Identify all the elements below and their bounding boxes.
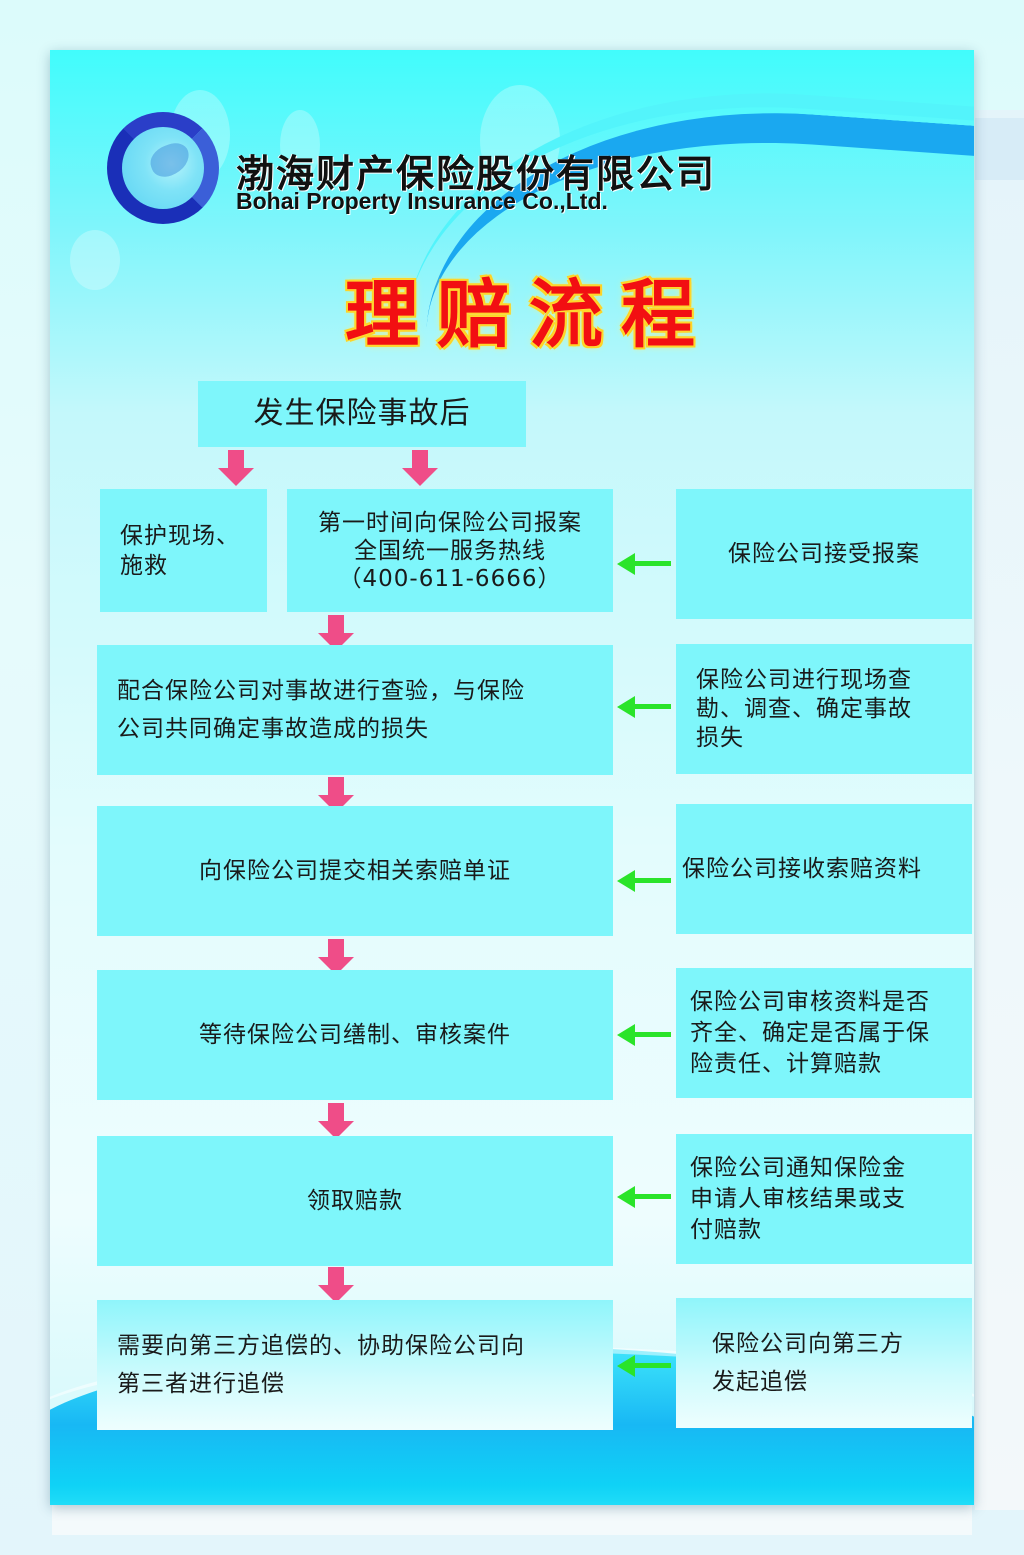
page-title: 理赔流程 xyxy=(345,272,713,358)
flow-step-accept-report: 保险公司接受报案 xyxy=(676,489,972,619)
flow-step-protect-scene: 保护现场、 施救 xyxy=(100,489,267,612)
company-logo-icon xyxy=(107,112,219,224)
left-arrow-icon xyxy=(617,696,671,718)
flow-step-receive-materials: 保险公司接收索赔资料 xyxy=(676,804,972,934)
flow-step-notify-result: 保险公司通知保险金 申请人审核结果或支 付赔款 xyxy=(676,1134,972,1264)
decor-bubble xyxy=(70,230,120,290)
left-arrow-icon xyxy=(617,1186,671,1208)
claims-process-poster: 渤海财产保险股份有限公司 Bohai Property Insurance Co… xyxy=(50,50,974,1505)
company-name-en: Bohai Property Insurance Co.,Ltd. xyxy=(236,188,608,214)
decor-bubble xyxy=(480,85,560,195)
down-arrow-icon xyxy=(402,450,438,488)
down-arrow-icon xyxy=(218,450,254,488)
down-arrow-icon xyxy=(318,1267,354,1305)
flow-step-cooperate-inspection: 配合保险公司对事故进行查验，与保险 公司共同确定事故造成的损失 xyxy=(97,645,613,775)
flow-step-wait-review: 等待保险公司缮制、审核案件 xyxy=(97,970,613,1100)
flow-start-label: 发生保险事故后 xyxy=(253,396,471,431)
flow-step-site-survey: 保险公司进行现场查 勘、调查、确定事故 损失 xyxy=(676,644,972,774)
flow-step-audit-materials: 保险公司审核资料是否 齐全、确定是否属于保 险责任、计算赔款 xyxy=(676,968,972,1098)
flow-step-report: 第一时间向保险公司报案 全国统一服务热线 （400-611-6666） xyxy=(287,489,613,612)
company-name-cn: 渤海财产保险股份有限公司 xyxy=(236,152,717,196)
flow-step-submit-documents: 向保险公司提交相关索赔单证 xyxy=(97,806,613,936)
decor-bubble xyxy=(280,110,320,180)
left-arrow-icon xyxy=(617,1024,671,1046)
down-arrow-icon xyxy=(318,1103,354,1141)
background-edge-band xyxy=(975,118,1024,180)
flow-step-collect-payment: 领取赔款 xyxy=(97,1136,613,1266)
left-arrow-icon xyxy=(617,870,671,892)
background-bottom-strip xyxy=(52,1505,972,1535)
left-arrow-icon xyxy=(617,553,671,575)
flow-start-box: 发生保险事故后 xyxy=(198,381,526,447)
flow-step-initiate-recovery: 保险公司向第三方 发起追偿 xyxy=(676,1298,972,1428)
left-arrow-icon xyxy=(617,1355,671,1377)
flow-step-assist-recovery: 需要向第三方追偿的、协助保险公司向 第三者进行追偿 xyxy=(97,1300,613,1430)
logo-wave-icon xyxy=(146,139,194,181)
background-edge xyxy=(975,110,1024,1510)
